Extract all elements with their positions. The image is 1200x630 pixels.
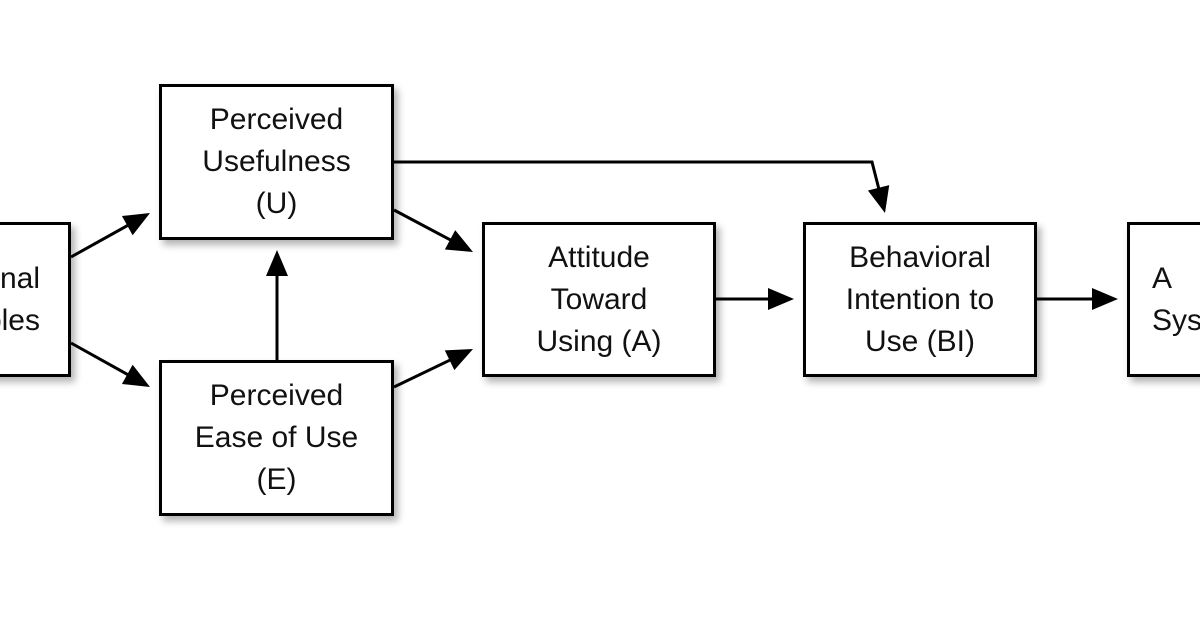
attitude-toward-using-line-2: Toward [550, 282, 648, 316]
arrow-perceived-ease-of-use-to-perceived-usefulness [266, 250, 288, 360]
arrowhead [121, 364, 150, 387]
attitude-toward-using-box: Attitude Toward Using (A) [482, 222, 716, 377]
arrow-line [70, 341, 134, 379]
perceived-ease-of-use-line-3: (E) [256, 463, 297, 496]
arrowhead [1092, 288, 1118, 310]
actual-system-use-line-2: Sys [1152, 303, 1200, 337]
arrow-external-variables-to-perceived-ease-of-use [70, 341, 150, 387]
arrow-attitude-toward-using-to-behavioral-intention [716, 288, 794, 310]
behavioral-intention-line-1: Behavioral [849, 240, 991, 274]
arrow-line [70, 221, 134, 259]
arrowhead [867, 185, 890, 213]
perceived-usefulness-line-2: Usefulness [202, 145, 351, 178]
arrowhead [121, 213, 150, 236]
perceived-usefulness-line-1: Perceived [209, 103, 344, 136]
arrow-perceived-usefulness-to-behavioral-intention [394, 160, 890, 213]
arrow-perceived-ease-of-use-to-attitude-toward-using [393, 349, 473, 389]
behavioral-intention-line-3: Use (BI) [864, 324, 975, 358]
arrow-external-variables-to-perceived-usefulness [70, 213, 150, 259]
behavioral-intention-box: Behavioral Intention to Use (BI) [803, 222, 1037, 377]
attitude-toward-using-line-3: Using (A) [536, 324, 662, 358]
arrowhead [444, 349, 473, 371]
external-variables-box: nal bles [0, 222, 71, 377]
perceived-usefulness-line-3: (U) [255, 187, 298, 220]
arrowhead [768, 288, 794, 310]
perceived-ease-of-use-line-1: Perceived [209, 379, 344, 412]
arrow-perceived-usefulness-to-attitude-toward-using [393, 208, 473, 252]
behavioral-intention-line-2: Intention to [845, 282, 995, 316]
actual-system-use-box: A Sys [1127, 222, 1200, 377]
actual-system-use-line-1: A [1152, 261, 1173, 295]
attitude-toward-using-line-1: Attitude [548, 240, 650, 274]
external-variables-line-2: bles [0, 303, 40, 337]
perceived-usefulness-box: Perceived Usefulness (U) [159, 84, 394, 240]
arrowhead [444, 230, 473, 252]
external-variables-line-1: nal [0, 261, 40, 295]
arrow-behavioral-intention-to-actual-system-use [1037, 288, 1118, 310]
arrow-line [393, 356, 456, 389]
perceived-ease-of-use-box: Perceived Ease of Use (E) [159, 360, 394, 516]
arrowhead [266, 250, 288, 276]
arrow-line [393, 208, 457, 244]
arrow-line [394, 160, 882, 194]
perceived-ease-of-use-line-2: Ease of Use [194, 421, 359, 454]
